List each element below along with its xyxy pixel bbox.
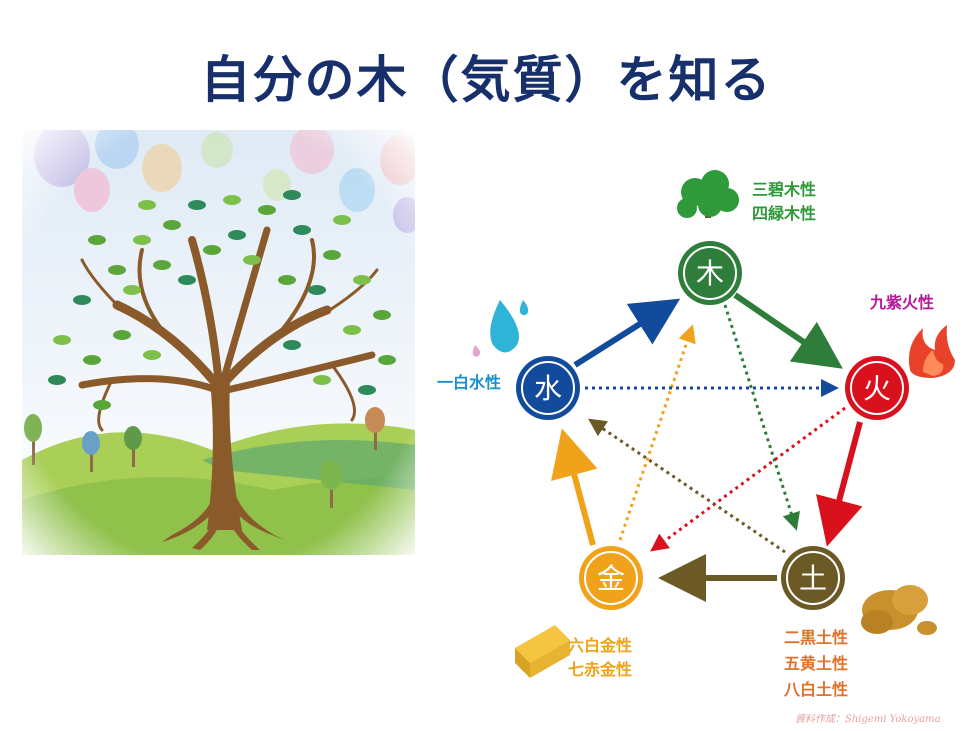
- earth-label-line1: 二黒土性: [784, 628, 849, 647]
- fire-char: 火: [863, 372, 891, 405]
- page-title: 自分の木（気質）を知る: [200, 51, 773, 109]
- credit-text: 資料作成：Shigemi Yokoyama: [795, 714, 941, 725]
- water-drop-icon: [472, 300, 529, 357]
- dotted-metal-to-wood: [618, 324, 696, 541]
- water-label: 一白水性: [437, 373, 502, 392]
- arrow-water-to-wood: [573, 298, 681, 368]
- earth-char: 土: [799, 562, 827, 595]
- earth-cloud-icon: [861, 585, 937, 635]
- wood-node: 木: [678, 241, 742, 305]
- earth-node: 土: [781, 546, 845, 610]
- tree-icon: [677, 170, 739, 218]
- dotted-fire-to-metal: [650, 406, 846, 552]
- metal-label-line1: 六白金性: [568, 636, 633, 655]
- arrow-fire-to-earth: [816, 421, 863, 547]
- wood-char: 木: [696, 257, 724, 290]
- wood-label-line2: 四緑木性: [752, 204, 817, 223]
- wood-label: 三碧木性 四緑木性: [752, 178, 816, 226]
- gold-bar-icon: [515, 625, 570, 678]
- five-elements-diagram: 木 火 土 金 水: [472, 170, 955, 678]
- dotted-wood-to-earth: [723, 304, 800, 531]
- earth-label-line2: 五黄土性: [784, 654, 849, 673]
- metal-node: 金: [579, 546, 643, 610]
- wood-label-line1: 三碧木性: [752, 180, 817, 199]
- earth-label: 二黒土性 五黄土性 八白土性: [784, 625, 848, 703]
- metal-label: 六白金性 七赤金性: [568, 634, 632, 682]
- arrow-wood-to-fire: [733, 292, 843, 369]
- tree-illustration: [22, 130, 415, 555]
- fire-node: 火: [845, 356, 909, 420]
- arrow-metal-to-water: [551, 428, 598, 546]
- earth-label-line3: 八白土性: [784, 680, 849, 699]
- metal-char: 金: [597, 562, 625, 595]
- water-node: 水: [516, 356, 580, 420]
- flame-icon: [908, 325, 955, 378]
- metal-label-line2: 七赤金性: [568, 660, 633, 679]
- fire-label: 九紫火性: [870, 293, 935, 312]
- water-char: 水: [534, 372, 562, 405]
